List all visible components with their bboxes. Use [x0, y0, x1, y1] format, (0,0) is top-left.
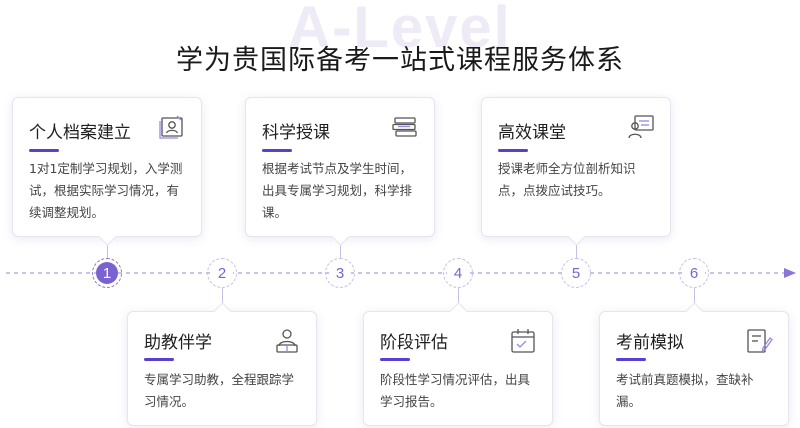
connector-6 — [694, 288, 695, 310]
books-stack-icon — [390, 112, 420, 142]
title-underline — [29, 149, 59, 152]
connector-4 — [458, 288, 459, 310]
title-underline — [144, 358, 174, 361]
step-description: 授课老师全方位剖析知识点，点拨应试技巧。 — [498, 161, 636, 198]
title-underline — [616, 358, 646, 361]
step-card-6: 考前模拟 考试前真题模拟，查缺补漏。 — [599, 302, 789, 426]
step-description: 专属学习助教，全程跟踪学习情况。 — [144, 372, 295, 409]
profile-document-icon — [157, 112, 187, 142]
step-title: 个人档案建立 — [29, 123, 131, 143]
step-node-5[interactable]: 5 — [561, 258, 591, 288]
step-card-5: 高效课堂 授课老师全方位剖析知识点，点拨应试技巧。 — [481, 97, 671, 246]
exam-paper-pen-icon — [744, 326, 774, 356]
title-underline — [380, 358, 410, 361]
step-number: 6 — [683, 262, 705, 284]
step-description: 根据考试节点及学生时间，出具专属学习规划，科学排课。 — [262, 161, 413, 220]
watermark-text: A-Level — [288, 0, 512, 60]
step-card-2: 助教伴学 专属学习助教，全程跟踪学习情况。 — [127, 302, 317, 426]
connector-5 — [576, 240, 577, 258]
timeline — [0, 260, 800, 286]
step-number: 1 — [96, 262, 118, 284]
step-node-2[interactable]: 2 — [207, 258, 237, 288]
step-number: 2 — [211, 262, 233, 284]
step-description: 考试前真题模拟，查缺补漏。 — [616, 372, 754, 409]
step-card-1: 个人档案建立 1对1定制学习规划，入学测试，根据实际学习情况，有续调整规划。 — [12, 97, 202, 246]
step-node-1[interactable]: 1 — [92, 258, 122, 288]
timeline-arrow-icon — [784, 268, 796, 278]
step-node-4[interactable]: 4 — [443, 258, 473, 288]
connector-3 — [340, 240, 341, 258]
step-number: 3 — [329, 262, 351, 284]
step-description: 1对1定制学习规划，入学测试，根据实际学习情况，有续调整规划。 — [29, 161, 183, 220]
step-title: 助教伴学 — [144, 333, 212, 353]
calendar-check-icon — [508, 326, 538, 356]
step-description: 阶段性学习情况评估，出具学习报告。 — [380, 372, 531, 409]
step-node-6[interactable]: 6 — [679, 258, 709, 288]
connector-2 — [222, 288, 223, 310]
title-underline — [262, 149, 292, 152]
step-title: 高效课堂 — [498, 123, 566, 143]
connector-1 — [107, 240, 108, 258]
tutor-person-icon — [272, 326, 302, 356]
step-card-4: 阶段评估 阶段性学习情况评估，出具学习报告。 — [363, 302, 553, 426]
page-title: 学为贵国际备考一站式课程服务体系 — [176, 45, 624, 76]
step-card-3: 科学授课 根据考试节点及学生时间，出具专属学习规划，科学排课。 — [245, 97, 435, 246]
teacher-board-icon — [626, 112, 656, 142]
step-title: 科学授课 — [262, 123, 330, 143]
step-number: 4 — [447, 262, 469, 284]
step-title: 阶段评估 — [380, 333, 448, 353]
step-number: 5 — [565, 262, 587, 284]
step-node-3[interactable]: 3 — [325, 258, 355, 288]
title-underline — [498, 149, 528, 152]
step-title: 考前模拟 — [616, 333, 684, 353]
